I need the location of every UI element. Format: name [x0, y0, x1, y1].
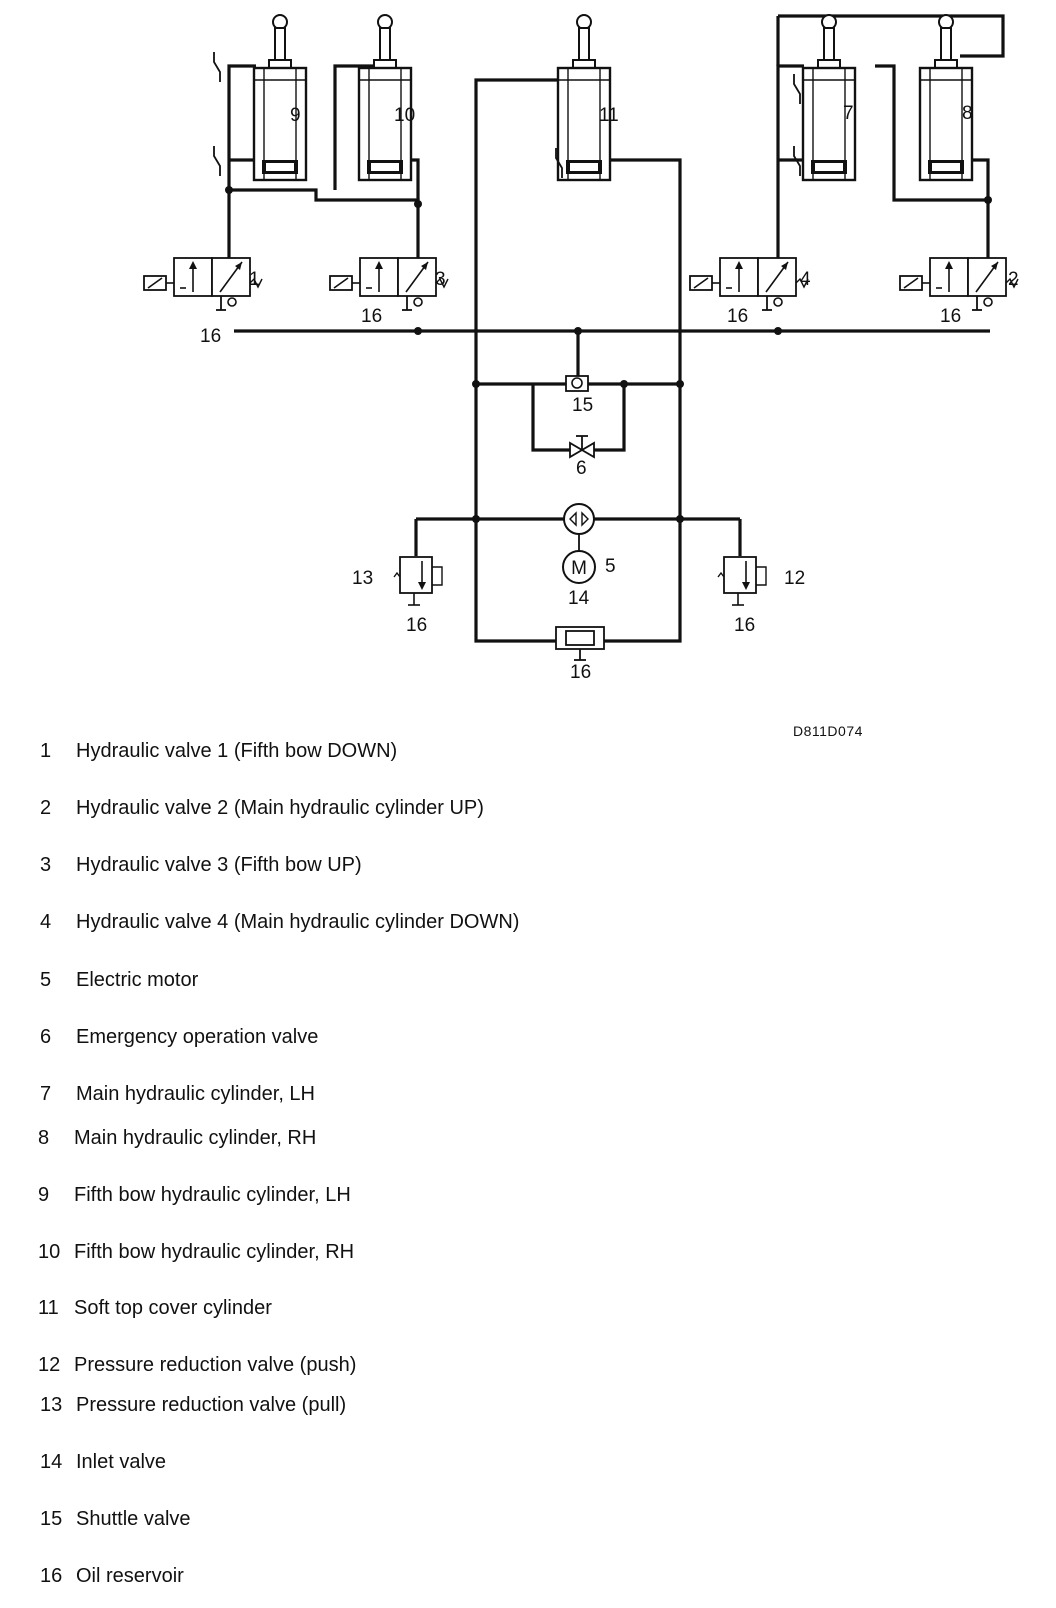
legend-text: Inlet valve — [76, 1451, 167, 1473]
valve-3 — [329, 257, 449, 311]
legend-text: Hydraulic valve 4 (Main hydraulic cylind… — [76, 911, 520, 933]
legend-text: Main hydraulic cylinder, LH — [76, 1083, 315, 1105]
legend-number: 5 — [40, 969, 52, 991]
legend-item: 15 Shuttle valve — [40, 1508, 191, 1531]
legend-item: 8 Main hydraulic cylinder, RH — [38, 1127, 316, 1150]
legend-number: 16 — [40, 1565, 63, 1587]
legend-number: 2 — [40, 797, 52, 819]
legend-item: 5 Electric motor — [40, 969, 198, 992]
legend-item: 9 Fifth bow hydraulic cylinder, LH — [38, 1184, 351, 1207]
label-reservoir-v3: 16 — [361, 306, 382, 327]
diagram-labels: 9 10 11 7 8 1 3 4 2 16 16 16 16 15 6 5 1… — [200, 103, 1019, 683]
legend-number: 10 — [38, 1241, 61, 1263]
legend-item: 6 Emergency operation valve — [40, 1026, 318, 1049]
legend-item: 11 Soft top cover cylinder — [38, 1297, 272, 1320]
legend-number: 11 — [38, 1297, 59, 1319]
legend-number: 15 — [40, 1508, 63, 1530]
inlet-reservoir — [555, 626, 605, 661]
legend-text: Shuttle valve — [76, 1508, 191, 1530]
valve-2 — [899, 257, 1019, 311]
legend-number: 8 — [38, 1127, 50, 1149]
legend-number: 4 — [40, 911, 52, 933]
legend-item: 3 Hydraulic valve 3 (Fifth bow UP) — [40, 854, 362, 877]
legend-item: 16 Oil reservoir — [40, 1565, 184, 1588]
legend-number: 1 — [40, 740, 52, 762]
junction-dots — [225, 186, 992, 523]
label-reservoir-12: 16 — [734, 615, 755, 636]
legend-item: 14 Inlet valve — [40, 1451, 166, 1474]
legend-item: 13 Pressure reduction valve (pull) — [40, 1394, 346, 1417]
label-valve-1: 1 — [249, 269, 260, 290]
label-emergency-valve: 6 — [576, 458, 587, 479]
label-cylinder-9: 9 — [290, 105, 301, 126]
label-valve-2: 2 — [1008, 269, 1019, 290]
label-cylinder-10: 10 — [394, 105, 415, 126]
label-reservoir-v2: 16 — [940, 306, 961, 327]
pump — [563, 503, 595, 535]
cylinder-11 — [556, 13, 612, 182]
emergency-valve — [569, 435, 595, 459]
label-cylinder-11: 11 — [599, 105, 619, 126]
legend-text: Oil reservoir — [76, 1565, 184, 1587]
legend-text: Pressure reduction valve (pull) — [76, 1394, 347, 1416]
label-motor: 5 — [605, 556, 616, 577]
legend-number: 12 — [38, 1354, 61, 1376]
label-valve-3: 3 — [435, 269, 446, 290]
legend-item: 4 Hydraulic valve 4 (Main hydraulic cylin… — [40, 911, 519, 934]
legend-text: Hydraulic valve 1 (Fifth bow DOWN) — [76, 740, 398, 762]
cylinder-10 — [357, 13, 413, 182]
legend-text: Pressure reduction valve (push) — [74, 1354, 357, 1376]
label-prv-push: 12 — [784, 568, 805, 589]
legend-text: Soft top cover cylinder — [74, 1297, 272, 1319]
figure-reference-code: D811D074 — [793, 723, 863, 739]
legend-text: Fifth bow hydraulic cylinder, RH — [74, 1241, 355, 1263]
legend-number: 3 — [40, 854, 52, 876]
legend-text: Main hydraulic cylinder, RH — [74, 1127, 317, 1149]
label-reservoir-13: 16 — [406, 615, 427, 636]
legend-text: Hydraulic valve 2 (Main hydraulic cylind… — [76, 797, 484, 819]
legend-number: 14 — [40, 1451, 63, 1473]
shuttle-valve — [565, 375, 589, 392]
legend-number: 9 — [38, 1184, 50, 1206]
label-shuttle-valve: 15 — [572, 395, 593, 416]
legend-item: 2 Hydraulic valve 2 (Main hydraulic cylin… — [40, 797, 484, 820]
valve-4 — [689, 257, 809, 311]
label-prv-pull: 13 — [352, 568, 373, 589]
switch-symbols — [213, 52, 801, 178]
prv-12 — [717, 556, 767, 606]
legend-text: Hydraulic valve 3 (Fifth bow UP) — [76, 854, 362, 876]
label-reservoir-bottom: 16 — [570, 662, 591, 683]
label-reservoir-v4: 16 — [727, 306, 748, 327]
cylinder-7 — [801, 13, 857, 182]
label-cylinder-7: 7 — [843, 103, 854, 124]
label-inlet-valve: 14 — [568, 588, 590, 609]
label-valve-4: 4 — [800, 269, 811, 290]
prv-13 — [393, 556, 443, 606]
legend-item: 12 Pressure reduction valve (push) — [38, 1354, 356, 1377]
hydraulic-schematic: M 9 10 11 7 8 1 3 4 2 16 16 16 16 15 6 5… — [143, 13, 1019, 683]
legend-text: Emergency operation valve — [76, 1026, 319, 1048]
legend-text: Fifth bow hydraulic cylinder, LH — [74, 1184, 351, 1206]
svg-text:M: M — [571, 558, 587, 579]
cylinder-8 — [918, 13, 974, 182]
legend-item: 10 Fifth bow hydraulic cylinder, RH — [38, 1241, 354, 1264]
legend-number: 6 — [40, 1026, 52, 1048]
cylinder-9 — [252, 13, 308, 182]
legend-number: 7 — [40, 1083, 52, 1105]
legend-text: Electric motor — [76, 969, 199, 991]
legend-item: 1 Hydraulic valve 1 (Fifth bow DOWN) — [40, 740, 397, 763]
label-cylinder-8: 8 — [962, 103, 973, 124]
legend-item: 7 Main hydraulic cylinder, LH — [40, 1083, 315, 1106]
legend-number: 13 — [40, 1394, 63, 1416]
valve-1 — [143, 257, 263, 311]
label-reservoir-v1: 16 — [200, 326, 221, 347]
motor: M — [562, 550, 596, 584]
